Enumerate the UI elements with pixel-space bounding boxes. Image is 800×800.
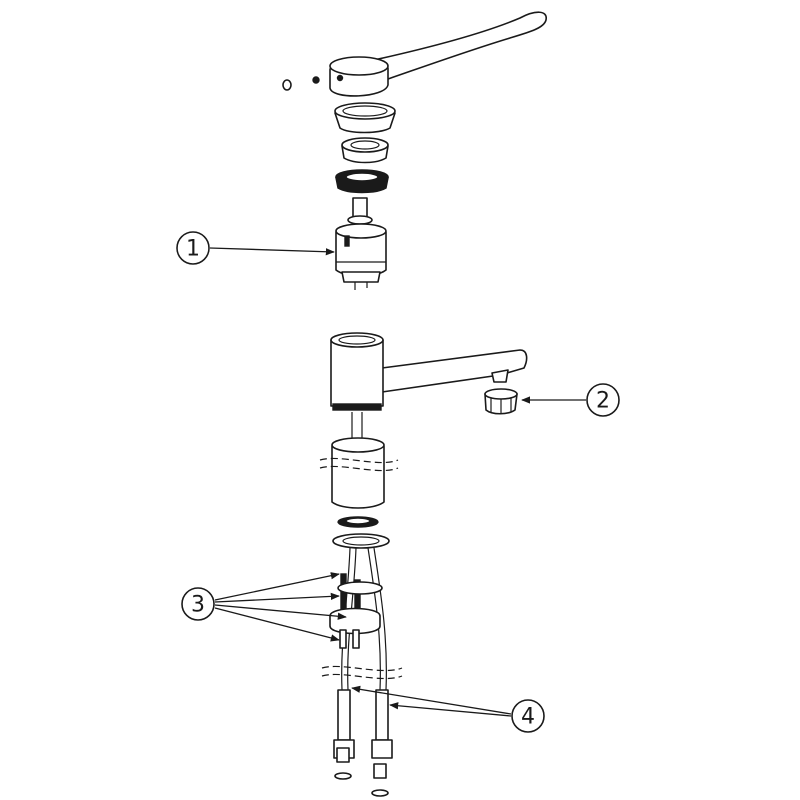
cartridge-nut [335, 169, 389, 194]
handle-screws [282, 76, 320, 91]
lock-ring [341, 137, 389, 164]
base-washers [332, 516, 390, 549]
flexible-hoses [321, 547, 403, 759]
callout-4-number: 4 [521, 705, 535, 730]
callout-3-number: 3 [191, 593, 205, 618]
callout-4: 4 [511, 699, 545, 733]
aerator [484, 388, 518, 415]
callout-1-number: 1 [186, 237, 200, 262]
callout-2-number: 2 [596, 389, 610, 414]
callout-3: 3 [181, 587, 215, 621]
callout-1: 1 [176, 231, 210, 265]
column [319, 412, 399, 509]
callout-2: 2 [586, 383, 620, 417]
fittings [334, 747, 389, 797]
leader-lines [209, 247, 586, 717]
lever-handle [329, 11, 547, 97]
dome-cover [334, 102, 396, 134]
mounting-studs [329, 573, 383, 649]
cartridge [335, 197, 387, 290]
faucet-body [330, 332, 528, 411]
